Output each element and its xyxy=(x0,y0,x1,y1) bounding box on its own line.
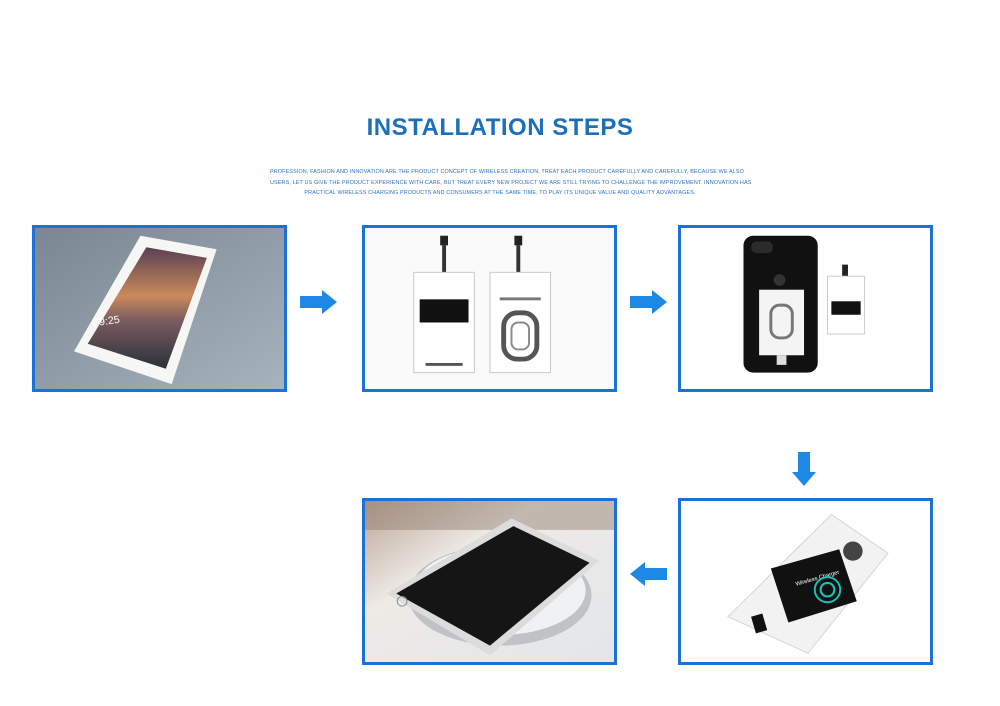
page-title: INSTALLATION STEPS xyxy=(366,114,634,141)
description-line-1: PROFESSION, FASHION AND INNOVATION ARE T… xyxy=(270,169,744,175)
step-4-photo: Wireless Charger xyxy=(678,498,933,665)
step-5-photo xyxy=(362,498,617,665)
arrow-right-icon xyxy=(300,290,337,314)
step-3-photo xyxy=(678,225,933,392)
arrow-down-icon xyxy=(792,452,816,486)
description-line-2: USERS, LET US GIVE THE PRODUCT EXPERIENC… xyxy=(270,180,752,186)
step-2-photo xyxy=(362,225,617,392)
description-line-3: PRACTICAL WIRELESS CHARGING PRODUCTS AND… xyxy=(304,190,696,196)
arrow-right-icon xyxy=(630,290,667,314)
arrow-left-icon xyxy=(630,562,667,586)
phone-clock-text: 09:25 xyxy=(92,314,120,330)
step-1-photo: 09:25 xyxy=(32,225,287,392)
